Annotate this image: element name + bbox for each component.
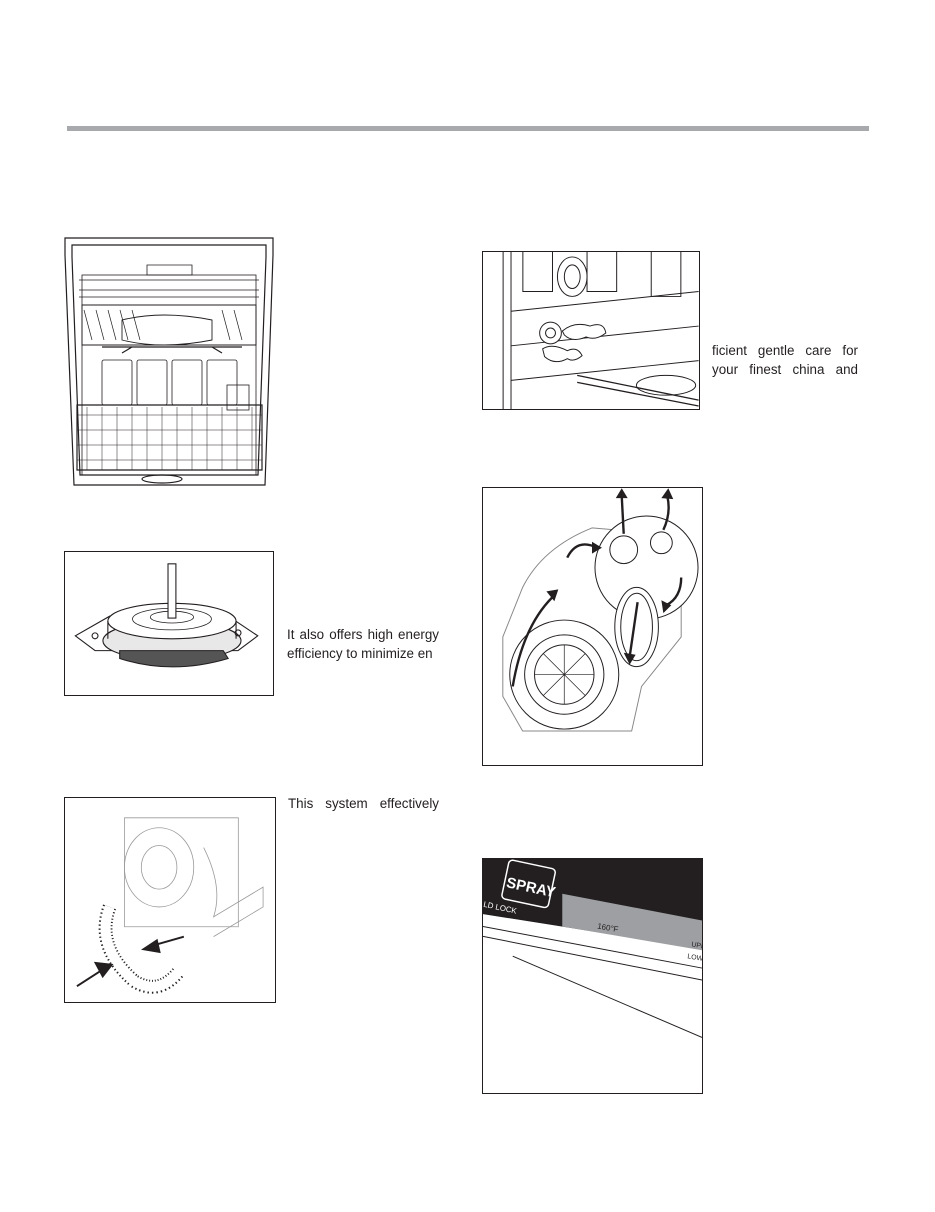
gentle-care-text: ficient gentle care for your finest chin… (712, 341, 858, 379)
motor-illustration (64, 551, 274, 696)
energy-line-1: It also offers high energy (287, 627, 439, 642)
system-line-1: This system effectively (288, 796, 439, 811)
gentle-care-line-1: ficient gentle care for (712, 343, 858, 358)
dishwasher-interior-illustration (62, 235, 276, 493)
control-panel-illustration: SPRAY LD LOCK 160°F UPPER LOWER (482, 858, 703, 1094)
hose-illustration (64, 797, 276, 1003)
system-text: This system effectively (288, 794, 439, 813)
energy-text: It also offers high energy efficiency to… (287, 625, 439, 663)
energy-line-2: efficiency to minimize en (287, 646, 433, 661)
spray-arm-illustration (482, 251, 700, 410)
lower-label: LOWER (687, 953, 702, 964)
pump-flow-illustration (482, 487, 703, 766)
temp-label: 160°F (597, 922, 620, 935)
header-rule (67, 126, 869, 131)
upper-label: UPPER (691, 941, 702, 952)
gentle-care-line-2: your finest china and (712, 362, 858, 377)
